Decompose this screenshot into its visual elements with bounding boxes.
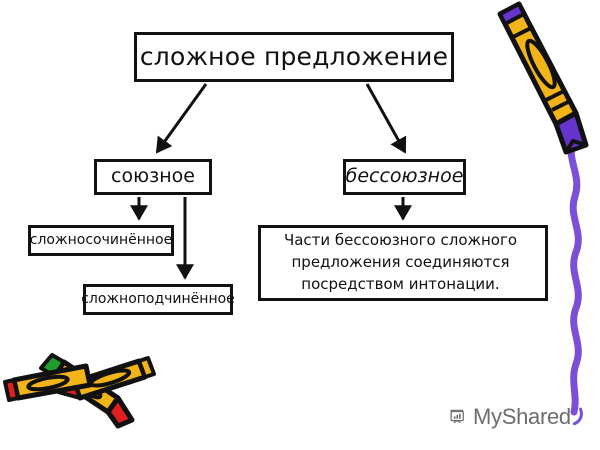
diagram-node-soyuznoe: союзное [94, 159, 212, 195]
diagram-node-intonation-note-label: Части бессоюзного сложного предложения с… [283, 231, 518, 293]
diagram-node-soyuznoe-label: союзное [111, 165, 195, 188]
diagram-node-intonation-note: Части бессоюзного сложного предложения с… [258, 225, 548, 301]
presentation-chart-icon [450, 409, 464, 424]
diagram-node-slozhnosochinennoe-label: сложносочинённое [29, 231, 173, 248]
diagram-node-root-label: сложное предложение [139, 42, 449, 71]
edge-root-to-soyuznoe [155, 83, 208, 154]
diagram-node-bessoyuznoe: бессоюзное [343, 159, 466, 195]
diagram-node-root: сложное предложение [134, 32, 454, 82]
purple-squiggle [567, 136, 582, 416]
myshared-watermark: MyShared [449, 398, 584, 436]
crayon-yellow-upper [56, 356, 156, 401]
crayon-green [39, 353, 135, 429]
diagram-node-slozhnopodchinennoe: сложноподчинённое [81, 284, 235, 315]
myshared-swoosh-icon [572, 407, 583, 426]
myshared-brand-text: MyShared [472, 404, 571, 429]
crossed-crayons [3, 353, 156, 429]
diagram-node-slozhnopodchinennoe-label: сложноподчинённое [81, 290, 235, 307]
purple-crayon [497, 1, 589, 155]
diagram-node-bessoyuznoe-label: бессоюзное [345, 165, 464, 188]
edge-root-to-bessoyuznoe [365, 83, 407, 154]
crayon-red [3, 363, 93, 402]
diagram-node-slozhnosochinennoe: сложносочинённое [28, 225, 174, 256]
